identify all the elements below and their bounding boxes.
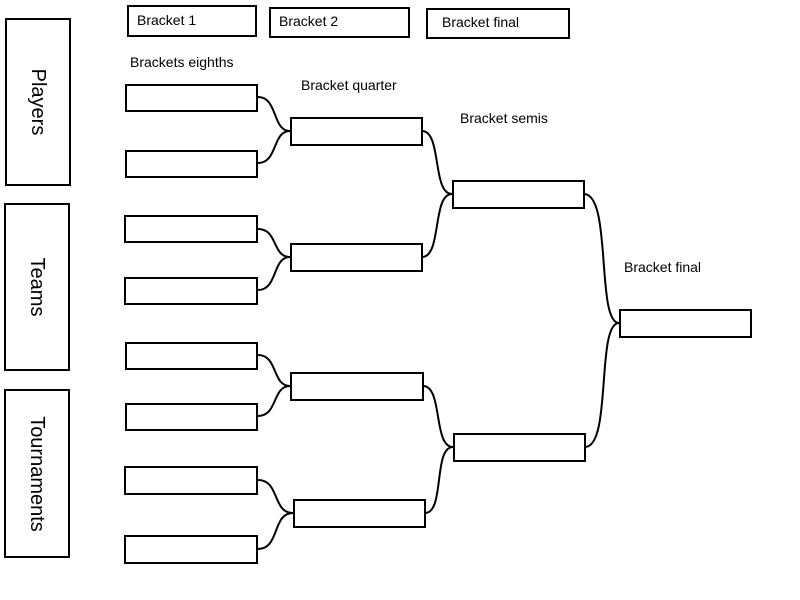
tab-bracket-1[interactable]: Bracket 1 [127,5,257,37]
bracket-quarter-slot-4[interactable] [293,499,426,528]
bracket-eighths-slot-1[interactable] [125,84,258,112]
bracket-eighths-slot-4[interactable] [124,277,258,305]
bracket-eighths-slot-2[interactable] [125,150,258,178]
bracket-semis-slot-1[interactable] [452,180,585,209]
round-label-quarter: Bracket quarter [301,77,397,93]
round-label-final: Bracket final [624,259,702,275]
round-label-eighths: Brackets eighths [130,54,234,70]
tab-bracket-2[interactable]: Bracket 2 [269,7,410,38]
round-label-semis: Bracket semis [460,110,548,126]
bracket-quarter-slot-1[interactable] [290,117,423,146]
bracket-semis-slot-2[interactable] [453,433,586,462]
sidebar-item-teams[interactable]: Teams [4,203,70,371]
bracket-eighths-slot-6[interactable] [125,403,258,431]
bracket-eighths-slot-7[interactable] [124,466,258,495]
sidebar-item-tournaments[interactable]: Tournaments [4,389,70,558]
bracket-eighths-slot-5[interactable] [125,342,258,370]
tab-bracket-final[interactable]: Bracket final [426,8,570,39]
bracket-quarter-slot-3[interactable] [290,372,424,401]
sidebar-item-players[interactable]: Players [5,18,71,186]
bracket-eighths-slot-8[interactable] [124,535,258,564]
bracket-eighths-slot-3[interactable] [124,215,258,243]
bracket-quarter-slot-2[interactable] [290,243,423,272]
bracket-final-slot[interactable] [619,309,752,338]
